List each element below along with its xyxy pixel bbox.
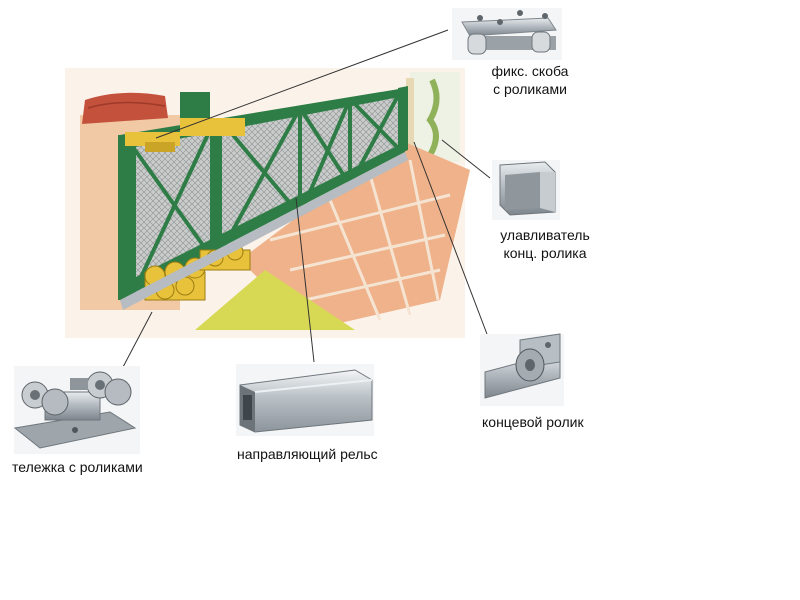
- label-catcher: улавливатель конц. ролика: [480, 226, 610, 262]
- roof: [82, 92, 168, 124]
- label-guide-rail: направляющий рельс: [237, 446, 378, 462]
- leader-catcher: [441, 139, 491, 179]
- label-fixed-bracket-line2: с роликами: [493, 81, 567, 97]
- fixed-bracket-icon: [452, 8, 562, 60]
- label-fixed-bracket-line1: фикс. скоба: [491, 63, 569, 79]
- label-fixed-bracket: фикс. скоба с роликами: [470, 62, 590, 98]
- label-trolley: тележка с роликами: [12, 459, 143, 475]
- leader-trolley: [122, 311, 153, 368]
- leader-guide-rail: [295, 197, 315, 363]
- end-roller-icon: [480, 333, 564, 406]
- leader-lines: [122, 29, 491, 368]
- label-catcher-line2: конц. ролика: [503, 245, 587, 261]
- catcher-icon: [492, 160, 560, 220]
- paving-tiles: [240, 140, 470, 330]
- label-catcher-line1: улавливатель: [500, 227, 590, 243]
- trolley-icon: [13, 366, 140, 454]
- leader-end-roller: [413, 141, 491, 343]
- guide-rail-icon: [236, 364, 374, 436]
- leader-fixed-bracket: [155, 29, 449, 139]
- label-end-roller: концевой ролик: [482, 414, 584, 430]
- ground-triangle: [195, 270, 355, 330]
- gate-illustration: [65, 68, 470, 338]
